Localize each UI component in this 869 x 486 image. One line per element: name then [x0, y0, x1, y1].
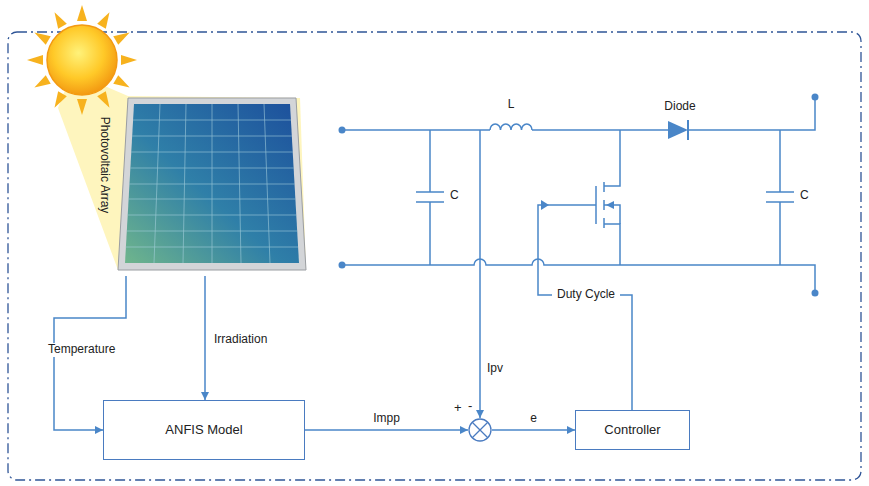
signal-name: Temperature	[46, 343, 117, 357]
boost-converter	[606, 201, 614, 209]
sign-label: -	[468, 399, 472, 414]
sun-icon	[77, 5, 87, 21]
boost-converter	[342, 129, 490, 131]
sun-icon	[32, 75, 51, 92]
process-box: ANFIS Model	[103, 400, 305, 460]
array-label: Photovoltaic Array	[97, 115, 111, 216]
part-name: Diode	[662, 100, 697, 114]
signal-name: Impp	[371, 412, 402, 426]
solar-panel	[212, 104, 213, 263]
solar-panel	[130, 184, 295, 185]
solar-panel	[154, 104, 160, 263]
sun-icon	[113, 75, 132, 92]
solar-panel	[125, 104, 299, 263]
solar-panel	[118, 98, 306, 270]
boost-converter	[604, 130, 620, 186]
signal-name: Duty Cycle	[555, 288, 617, 302]
solar-panel	[133, 120, 291, 121]
sun-icon	[47, 25, 117, 95]
boost-converter	[339, 127, 346, 134]
process-box: Controller	[575, 410, 690, 450]
signal-name: e	[528, 412, 539, 426]
summing-circle	[468, 418, 492, 442]
solar-panel	[131, 152, 292, 153]
sensor-wires	[204, 276, 206, 400]
boost-converter	[812, 94, 819, 101]
sun-icon	[27, 5, 137, 115]
solar-panel	[127, 231, 297, 232]
solar-panel	[126, 104, 298, 263]
boost-converter	[490, 124, 532, 130]
solar-panel	[129, 199, 296, 200]
sun-icon	[27, 55, 43, 65]
sign-label: +	[454, 401, 462, 416]
boost-converter	[766, 130, 794, 265]
solar-panel	[264, 104, 270, 263]
sun-icon	[77, 99, 87, 115]
solar-panel	[183, 104, 186, 263]
sun-icon	[113, 28, 132, 45]
boost-converter	[532, 129, 668, 131]
solar-panel	[126, 247, 298, 248]
signal-name: Ipv	[485, 362, 505, 376]
boost-converter	[620, 295, 632, 410]
summing-circle	[469, 419, 491, 441]
boost-converter	[668, 121, 688, 139]
boost-converter	[339, 262, 346, 269]
boost-converter	[812, 290, 819, 297]
boost-converter	[604, 224, 620, 265]
frame-border	[8, 32, 861, 480]
summing-cross	[472, 422, 488, 438]
part-name: C	[798, 189, 811, 203]
signal-arrow	[492, 429, 575, 431]
solar-panel	[132, 136, 292, 137]
solar-panel	[128, 215, 297, 216]
sun-icon	[50, 91, 67, 110]
boost-converter	[339, 94, 819, 419]
signal-arrow	[305, 429, 468, 431]
box-label: ANFIS Model	[165, 423, 242, 438]
boost-converter	[416, 130, 444, 265]
solar-panel	[118, 98, 306, 270]
sun-icon	[121, 55, 137, 65]
solar-panel	[238, 104, 241, 263]
sun-icon	[97, 91, 114, 110]
part-name: C	[448, 189, 461, 203]
signal-name: Irradiation	[212, 333, 269, 347]
boost-converter	[688, 97, 815, 130]
light-beam	[58, 72, 306, 270]
sun-icon	[32, 28, 51, 45]
sun-icon	[50, 10, 67, 29]
box-label: Controller	[604, 423, 660, 438]
sun-icon	[97, 10, 114, 29]
part-name: L	[506, 98, 517, 112]
summing-junction: +-	[468, 418, 492, 442]
boost-converter	[479, 130, 481, 418]
boost-converter	[541, 200, 549, 210]
solar-panel	[130, 168, 293, 169]
boost-converter	[538, 205, 596, 295]
